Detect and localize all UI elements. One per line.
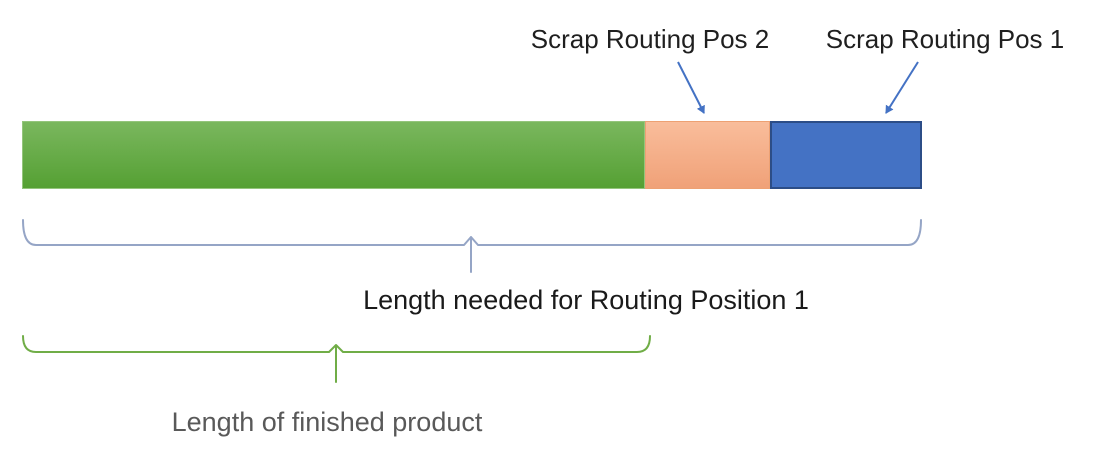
arrow-scrap-pos-1	[885, 61, 919, 114]
brace-finished-length	[22, 335, 651, 383]
brace-routing-length	[22, 219, 922, 273]
label-scrap-routing-pos-2: Scrap Routing Pos 2	[530, 24, 770, 54]
label-scrap-routing-pos-1: Scrap Routing Pos 1	[825, 24, 1065, 54]
product-length-bar	[22, 121, 922, 189]
bar-segment-scrap-routing-pos-2	[645, 121, 770, 189]
label-finished-length: Length of finished product	[171, 407, 483, 437]
bar-segment-scrap-routing-pos-1	[770, 121, 922, 189]
bar-segment-finished-product	[22, 121, 645, 189]
label-routing-length: Length needed for Routing Position 1	[363, 285, 809, 315]
arrow-scrap-pos-2	[677, 61, 705, 114]
